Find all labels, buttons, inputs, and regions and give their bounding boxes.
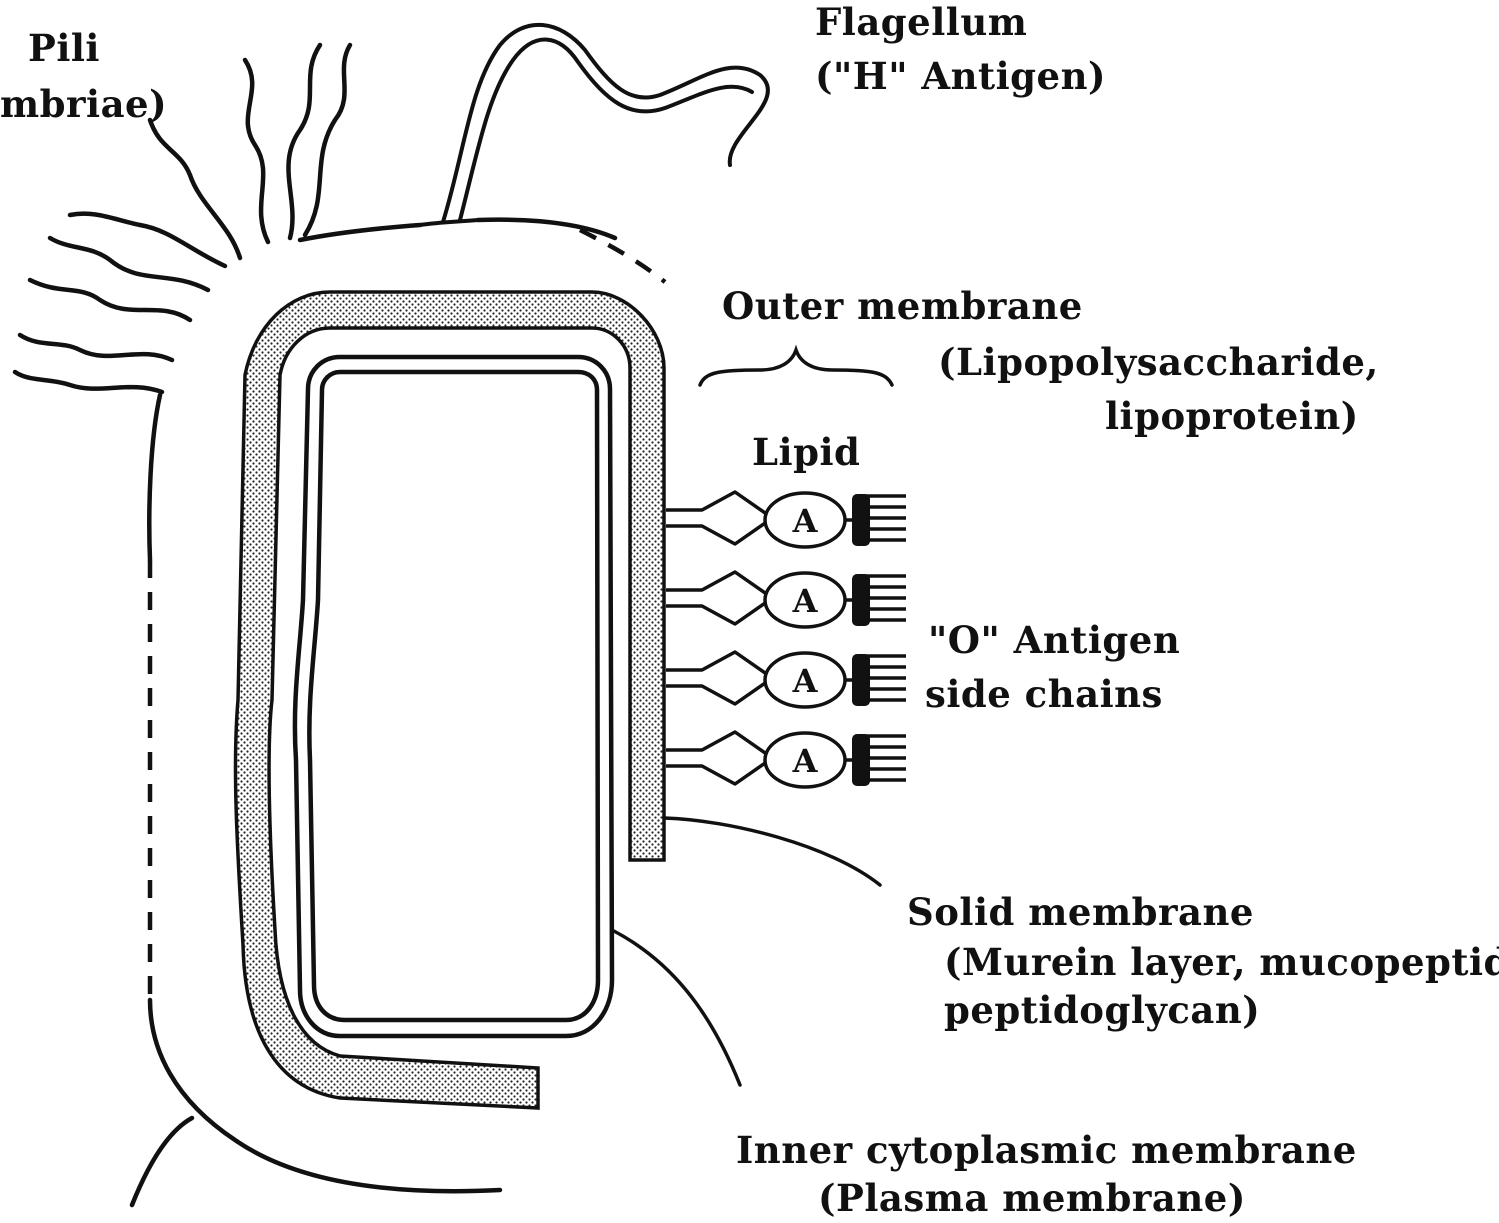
lipid-label: Lipid [752,434,860,471]
pilus [245,60,268,242]
o-antigen-label: "O" Antigen [928,622,1180,659]
core-block [852,654,870,706]
inner-membrane [295,357,612,1036]
lipid-a-symbol: A [792,502,819,540]
inner-membrane-leader [612,930,740,1085]
h-antigen-label: ("H" Antigen) [815,58,1106,95]
lipopolysaccharide-label: (Lipopolysaccharide, [938,344,1379,381]
lps-unit: A [666,492,906,547]
inner-membrane-label: Inner cytoplasmic membrane [736,1132,1357,1169]
pilus [20,335,172,360]
pilus [30,280,190,320]
pili-label: Pili [28,30,100,67]
lps-unit: A [666,652,906,707]
core-block [852,734,870,786]
flagellum [420,25,768,225]
solid-membrane-leader [664,818,880,885]
pilus [70,214,225,266]
peptidoglycan-label: peptidoglycan) [944,992,1260,1029]
core-block [852,494,870,546]
side-chains-label: side chains [925,676,1163,713]
lipid-a-symbol: A [792,582,819,620]
pilus [150,120,240,258]
solid-membrane-label: Solid membrane [907,894,1254,931]
lipid-a-symbol: A [792,742,819,780]
lps-unit: A [666,572,906,627]
lps-units: A A A A [666,492,906,787]
fimbriae-label: mbriae) [0,86,167,123]
lipoprotein-label: lipoprotein) [1105,398,1359,435]
outer-membrane-brace [700,350,892,385]
flagellum-label: Flagellum [815,4,1027,41]
lipid-a-symbol: A [792,662,819,700]
outer-membrane-label: Outer membrane [722,288,1083,325]
lps-unit: A [666,732,906,787]
pilus [15,372,162,392]
murein-layer-label: (Murein layer, mucopeptide, [944,944,1499,981]
core-block [852,574,870,626]
outer-envelope-dashes [150,230,665,1000]
plasma-membrane-label: (Plasma membrane) [818,1180,1246,1217]
